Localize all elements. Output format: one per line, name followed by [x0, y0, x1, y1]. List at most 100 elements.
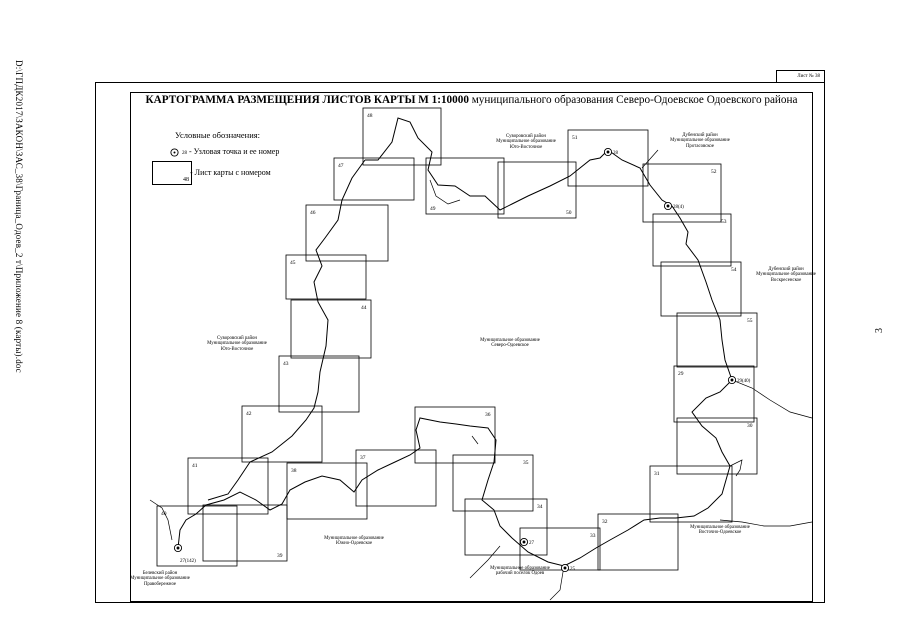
- legend-sheet-number: 48: [183, 177, 189, 183]
- map-sheet-number: 44: [361, 305, 367, 311]
- map-sheet-51: [567, 129, 649, 187]
- area-label-line: Муниципальное образование: [756, 272, 816, 278]
- map-sheet-number: 33: [590, 533, 596, 539]
- legend-sheet-box: 48: [152, 161, 192, 185]
- map-sheet-number: 35: [523, 460, 529, 466]
- area-label-line: Муниципальное образование: [490, 566, 550, 571]
- map-sheet-number: 49: [430, 206, 436, 212]
- area-label-line: Муниципальное образование: [690, 525, 750, 530]
- map-sheet-number: 31: [654, 471, 660, 477]
- map-sheet-number: 52: [711, 169, 717, 175]
- map-sheet-number: 48: [367, 113, 373, 119]
- map-sheet-31: [649, 465, 733, 523]
- map-sheet-number: 42: [246, 411, 252, 417]
- node-number: 29(40): [737, 379, 751, 384]
- map-sheet-number: 29: [678, 371, 684, 377]
- map-sheet-number: 40: [161, 511, 167, 517]
- area-label-line: Муниципальное образование: [207, 341, 267, 347]
- area-label-line: Муниципальное образование: [130, 576, 190, 582]
- map-sheet-36: [414, 406, 496, 464]
- map-sheet-33: [519, 527, 601, 571]
- map-sheet-number: 39: [277, 553, 283, 559]
- legend-node-label: - Узловая точка и ее номер: [189, 147, 280, 156]
- map-sheet-number: 47: [338, 163, 344, 169]
- map-sheet-number: 37: [360, 455, 366, 461]
- map-sheet-number: 55: [747, 318, 753, 324]
- map-sheet-52: [642, 163, 722, 223]
- map-sheet-number: 50: [566, 210, 572, 216]
- area-label-line: Суворовский район: [217, 336, 257, 341]
- map-sheet-46: [305, 204, 389, 262]
- node-dot: [522, 540, 526, 544]
- document-file-path: D:\ГПДК2017\ЗАКОН\ЗАС_38\Граница_Одоев_2…: [14, 60, 24, 373]
- node-number: 27: [529, 541, 535, 546]
- map-sheet-35: [452, 454, 534, 512]
- legend-title: Условные обозначения:: [175, 130, 261, 140]
- node-dot: [666, 204, 670, 208]
- node-number: 25: [570, 567, 576, 572]
- legend-node-icon: [170, 148, 179, 157]
- map-sheet-number: 34: [537, 504, 543, 510]
- sheet-stamp: Лист № 38: [776, 70, 825, 82]
- map-sheet-32: [597, 513, 679, 571]
- map-sheet-number: 36: [485, 412, 491, 418]
- map-sheet-47: [333, 157, 415, 201]
- map-sheet-48: [362, 107, 442, 166]
- map-sheet-number: 51: [572, 135, 578, 141]
- map-sheet-number: 45: [290, 260, 296, 266]
- map-sheet-number: 30: [747, 423, 753, 429]
- map-sheet-30: [676, 417, 758, 475]
- area-label-line: Восточно-Одоевское: [698, 530, 742, 536]
- map-sheet-37: [355, 449, 437, 507]
- map-sheet-43: [278, 355, 360, 413]
- map-frame: [130, 92, 813, 602]
- outer-frame: [95, 82, 825, 603]
- area-label-line: рабочий поселок Одоев: [495, 571, 545, 577]
- area-label-line: Протасовское: [685, 143, 715, 149]
- legend-node-row: 28 - Узловая точка и ее номер: [166, 147, 279, 156]
- map-sheet-34: [464, 498, 548, 556]
- node-dot: [606, 150, 610, 154]
- area-label-line: Белевский район: [142, 571, 178, 576]
- area-label-line: Муниципальное образование: [670, 138, 730, 144]
- map-title: КАРТОГРАММА РАЗМЕЩЕНИЯ ЛИСТОВ КАРТЫ М 1:…: [130, 94, 813, 106]
- map-sheet-number: 54: [731, 267, 737, 273]
- map-sheet-44: [290, 299, 372, 359]
- map-sheet-38: [286, 462, 368, 520]
- area-label-line: Суворовский район: [506, 134, 546, 139]
- map-sheet-number: 46: [310, 210, 316, 216]
- map-sheet-45: [285, 254, 367, 300]
- map-sheet-number: 43: [283, 361, 289, 367]
- map-sheet-42: [241, 405, 323, 463]
- area-label-line: Северо-Одоевское: [491, 343, 529, 349]
- map-sheet-29: [673, 365, 755, 423]
- node-dot: [730, 378, 734, 382]
- map-sheet-54: [660, 261, 742, 317]
- map-sheet-50: [497, 161, 577, 219]
- map-sheet-number: 41: [192, 463, 198, 469]
- area-label-line: Муниципальное образование: [496, 139, 556, 145]
- area-label-line: Дубенский район: [768, 267, 804, 272]
- area-label-line: Правобережное: [143, 581, 177, 587]
- map-sheet-39: [202, 504, 288, 562]
- area-label-line: Южно-Одоевское: [335, 541, 373, 547]
- legend-node-number: 28: [182, 151, 187, 156]
- node-number: 28: [613, 151, 619, 156]
- area-label-line: Дубенский район: [682, 133, 718, 138]
- map-sheet-41: [187, 457, 269, 515]
- node-number: 27(142): [180, 559, 196, 564]
- node-dot: [563, 566, 567, 570]
- map-sheet-number: 53: [721, 219, 727, 225]
- map-sheet-49: [425, 157, 505, 215]
- node-number: 28(4): [673, 205, 684, 210]
